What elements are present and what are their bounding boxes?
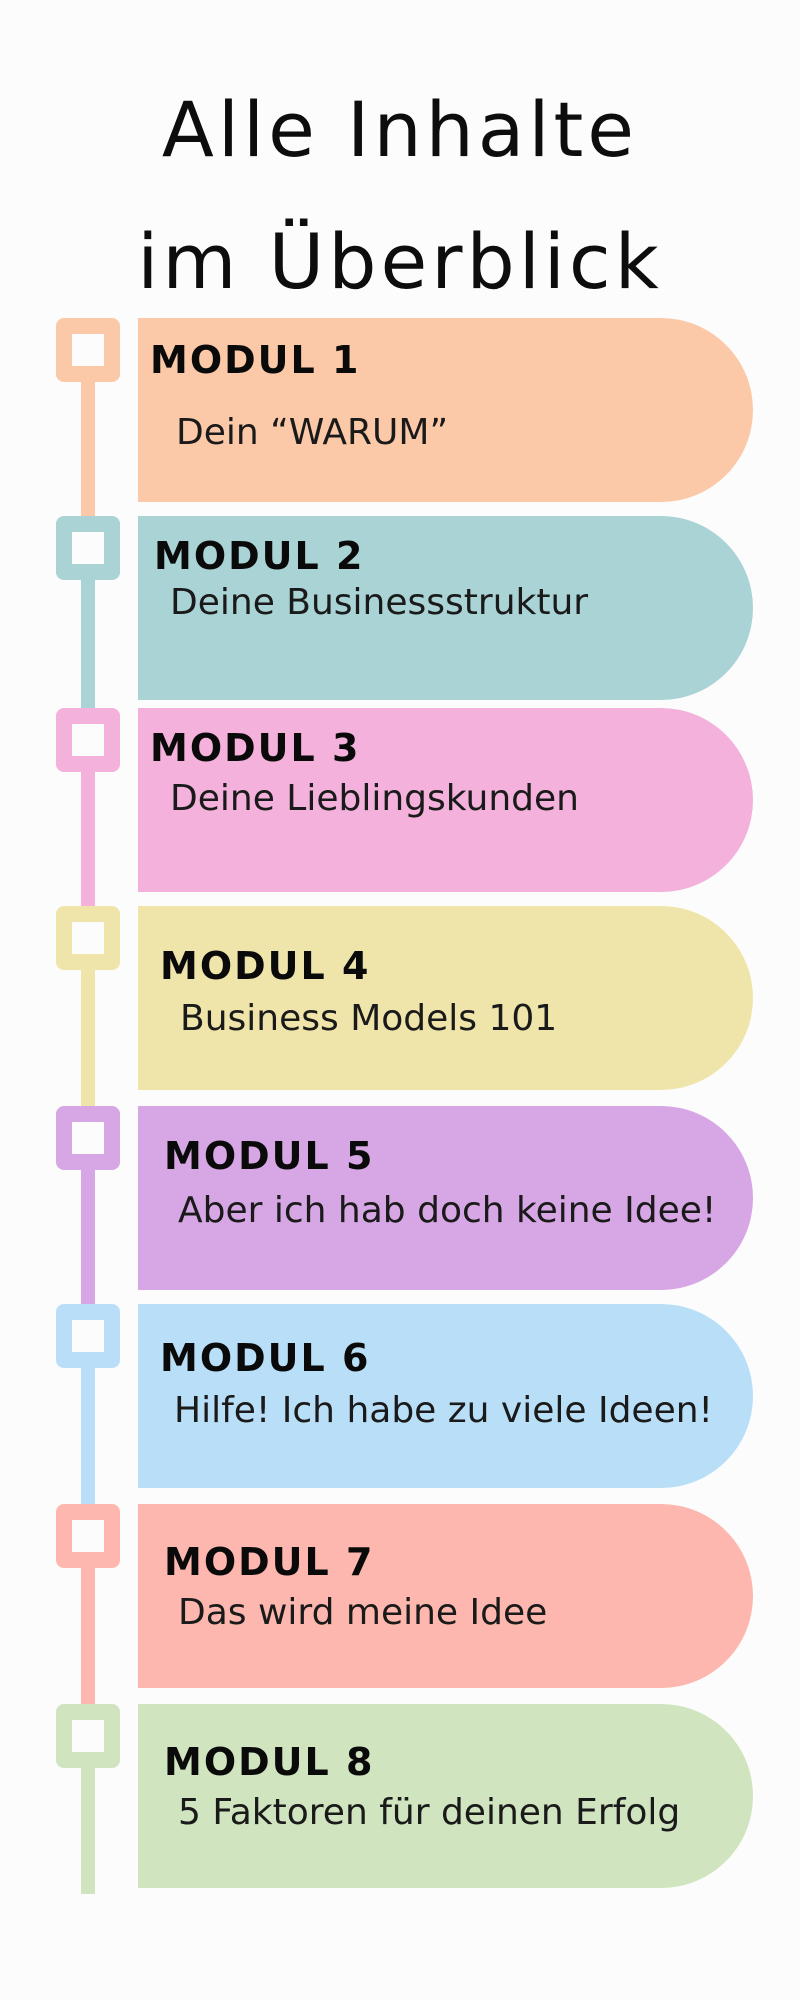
module-description: Aber ich hab doch keine Idee! (178, 1190, 717, 1231)
timeline-rail (81, 1764, 95, 1894)
module-description: Hilfe! Ich habe zu viele Ideen! (174, 1390, 713, 1431)
module-description: Deine Lieblingskunden (170, 778, 579, 819)
module-4: MODUL 4 Business Models 101 (56, 906, 756, 1106)
page-title-line-1: Alle Inhalte (161, 85, 639, 174)
module-card: MODUL 6 Hilfe! Ich habe zu viele Ideen! (138, 1304, 753, 1488)
module-2: MODUL 2 Deine Businessstruktur (56, 516, 756, 716)
timeline-rail (81, 378, 95, 518)
module-label: MODUL 3 (150, 726, 361, 770)
checkbox-icon (56, 1304, 120, 1368)
checkbox-icon (56, 516, 120, 580)
module-card: MODUL 1 Dein “WARUM” (138, 318, 753, 502)
module-7: MODUL 7 Das wird meine Idee (56, 1504, 756, 1704)
timeline-rail (81, 1364, 95, 1504)
module-description: Deine Businessstruktur (170, 582, 589, 623)
module-label: MODUL 8 (164, 1740, 375, 1784)
module-label: MODUL 1 (150, 338, 361, 382)
module-label: MODUL 7 (164, 1540, 375, 1584)
timeline-rail (81, 966, 95, 1106)
module-label: MODUL 5 (164, 1134, 375, 1178)
module-label: MODUL 4 (160, 944, 371, 988)
timeline-rail (81, 1166, 95, 1306)
module-description: 5 Faktoren für deinen Erfolg (178, 1792, 681, 1833)
module-3: MODUL 3 Deine Lieblingskunden (56, 708, 756, 908)
module-card: MODUL 2 Deine Businessstruktur (138, 516, 753, 700)
module-label: MODUL 6 (160, 1336, 371, 1380)
module-description: Dein “WARUM” (176, 412, 449, 453)
checkbox-icon (56, 318, 120, 382)
module-card: MODUL 8 5 Faktoren für deinen Erfolg (138, 1704, 753, 1888)
checkbox-icon (56, 1106, 120, 1170)
checkbox-icon (56, 1504, 120, 1568)
module-card: MODUL 7 Das wird meine Idee (138, 1504, 753, 1688)
module-card: MODUL 3 Deine Lieblingskunden (138, 708, 753, 892)
module-card: MODUL 5 Aber ich hab doch keine Idee! (138, 1106, 753, 1290)
timeline-rail (81, 576, 95, 716)
module-1: MODUL 1 Dein “WARUM” (56, 318, 756, 518)
module-card: MODUL 4 Business Models 101 (138, 906, 753, 1090)
checkbox-icon (56, 906, 120, 970)
timeline-rail (81, 768, 95, 908)
module-label: MODUL 2 (154, 534, 365, 578)
checkbox-icon (56, 708, 120, 772)
module-8: MODUL 8 5 Faktoren für deinen Erfolg (56, 1704, 756, 1894)
module-description: Das wird meine Idee (178, 1592, 548, 1633)
module-6: MODUL 6 Hilfe! Ich habe zu viele Ideen! (56, 1304, 756, 1504)
timeline-rail (81, 1564, 95, 1704)
module-description: Business Models 101 (180, 998, 558, 1039)
module-5: MODUL 5 Aber ich hab doch keine Idee! (56, 1106, 756, 1306)
checkbox-icon (56, 1704, 120, 1768)
page-title-line-2: im Überblick (137, 217, 663, 306)
